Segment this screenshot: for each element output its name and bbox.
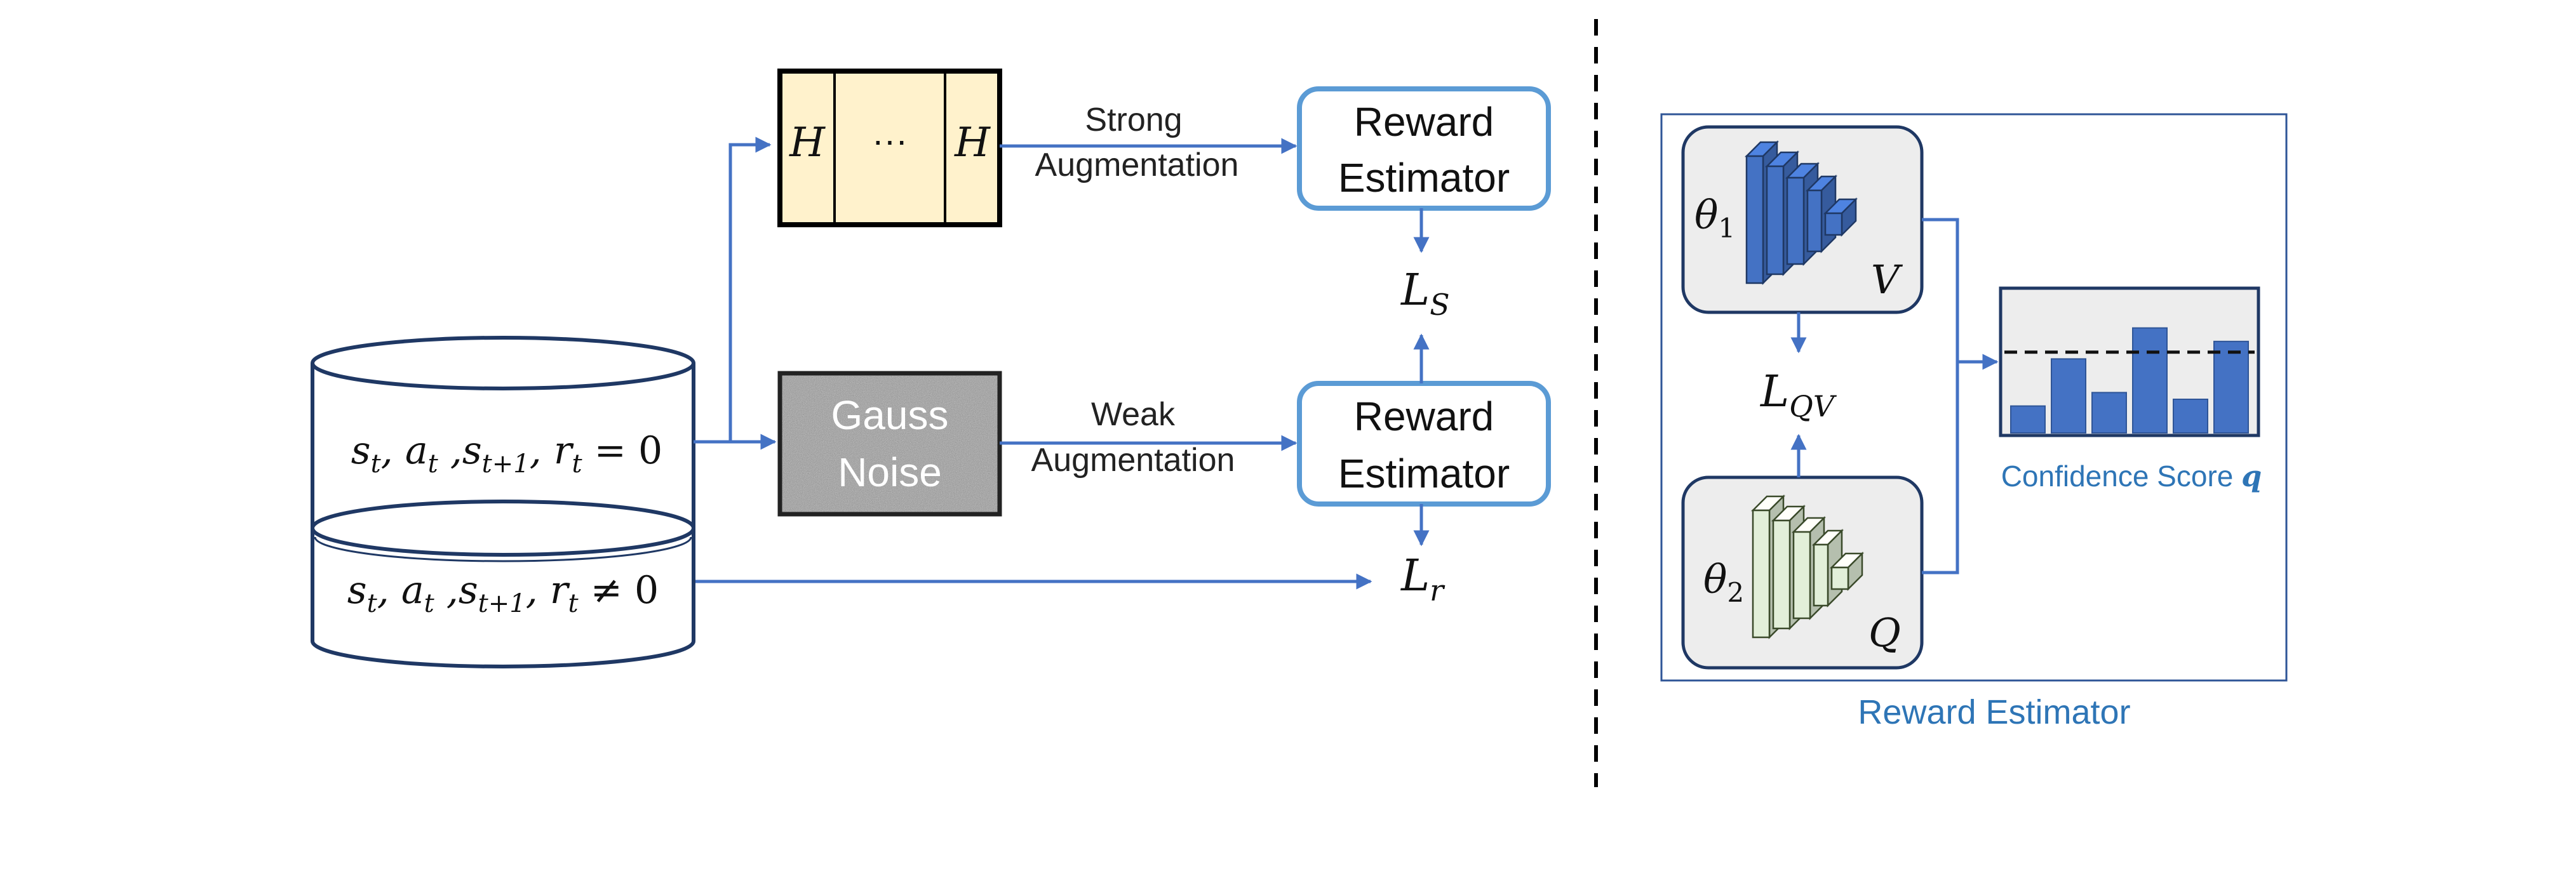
confidence-score-label: Confidence Score q <box>2001 459 2262 493</box>
weak-augmentation-label-1: Weak <box>1091 396 1176 433</box>
confidence-bar-5 <box>2173 399 2208 434</box>
weak-augmentation-label-2: Augmentation <box>1031 442 1235 479</box>
confidence-bar-6 <box>2213 340 2249 434</box>
transition-nonzero-reward: st, at ,st+1, rt ≠ 0 <box>347 568 659 618</box>
augmentation-arrows <box>1000 138 1298 451</box>
reward-estimator-bottom-line1: Reward <box>1354 394 1494 439</box>
q-network-layer-2 <box>1771 504 1806 631</box>
confidence-bar-3 <box>2091 392 2127 434</box>
q-network-label: Q <box>1868 609 1901 656</box>
network-to-confidence-connectors <box>1922 218 1999 574</box>
reward-estimator-top <box>1297 86 1551 211</box>
ellipsis-label: ··· <box>872 120 908 160</box>
strong-augmentation-label-2: Augmentation <box>1035 147 1239 183</box>
confidence-bar-2 <box>2051 358 2086 434</box>
gauss-noise-box <box>777 371 1002 517</box>
confidence-bars <box>2010 327 2249 434</box>
loss-strong-label: LS <box>1400 265 1450 322</box>
reward-estimator-bottom <box>1297 381 1551 507</box>
reward-estimator-bottom-line2: Estimator <box>1338 451 1510 496</box>
q-network-layer-5 <box>1829 551 1865 592</box>
branch-arrows <box>694 136 1372 590</box>
transition-zero-reward: st, at ,st+1, rt = 0 <box>351 428 662 479</box>
gauss-noise-line2: Noise <box>838 449 942 495</box>
replay-buffer-cylinder <box>311 336 695 668</box>
reward-estimator-caption: Reward Estimator <box>1858 693 2130 731</box>
h-block-left: H <box>789 119 826 166</box>
gauss-noise-line1: Gauss <box>831 392 949 438</box>
loss-qv-label: LQV <box>1759 367 1837 423</box>
confidence-bar-1 <box>2010 405 2046 434</box>
value-network-label: V <box>1871 256 1903 303</box>
h-block-right: H <box>954 119 991 166</box>
reward-estimator-top-line2: Estimator <box>1338 155 1510 201</box>
value-network-cnn-icon <box>1744 140 1858 286</box>
loss-reward-label: Lr <box>1400 551 1446 607</box>
q-network-cnn-icon <box>1750 494 1865 640</box>
theta1-label: θ1 <box>1694 192 1735 244</box>
reward-estimator-top-line1: Reward <box>1354 99 1494 145</box>
theta2-label: θ2 <box>1703 556 1744 608</box>
strong-augmentation-box <box>777 69 1002 227</box>
value-network-layer-5 <box>1823 197 1858 237</box>
strong-augmentation-label-1: Strong <box>1085 102 1182 138</box>
confidence-bar-4 <box>2132 327 2168 434</box>
